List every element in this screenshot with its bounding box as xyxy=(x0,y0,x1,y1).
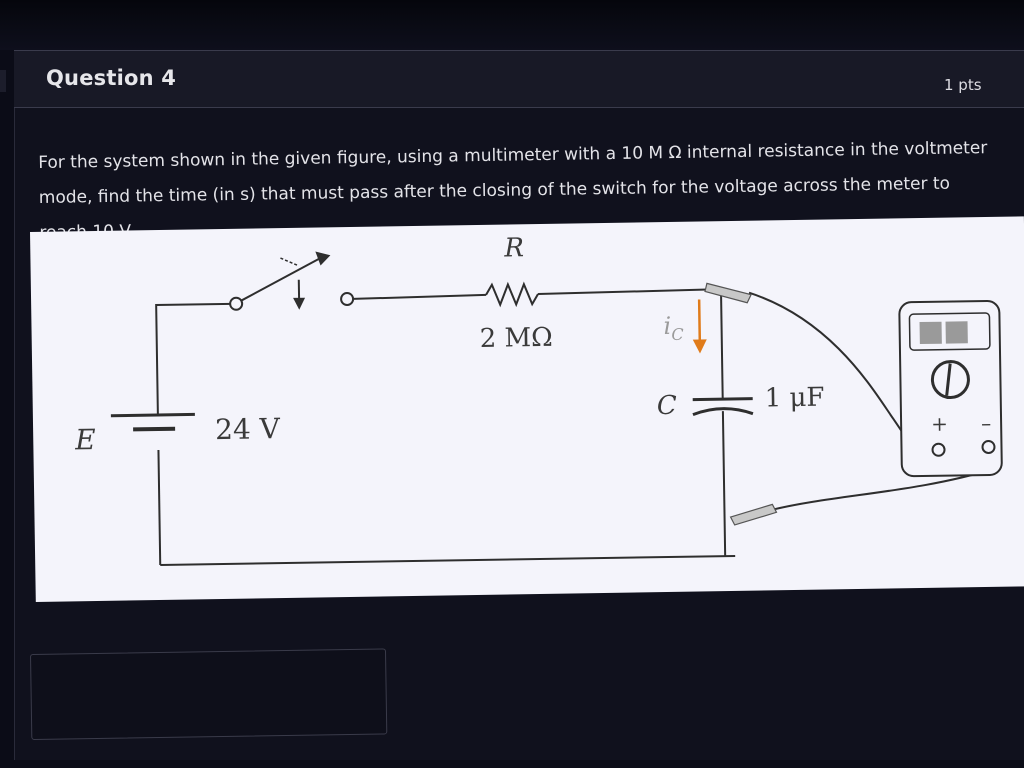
meter-minus-label: – xyxy=(981,411,991,435)
resistor-zigzag xyxy=(485,281,539,308)
wire-left-lower xyxy=(157,449,162,566)
multimeter: + – xyxy=(898,299,1003,478)
battery-long-plate xyxy=(110,412,195,418)
current-arrow-head xyxy=(692,339,707,354)
wire-cap-top xyxy=(719,289,724,400)
switch-motion-trace xyxy=(280,257,299,267)
meter-terminal-negative xyxy=(981,439,996,454)
switch-down-arrow-head xyxy=(293,297,306,310)
meter-plus-label: + xyxy=(931,412,948,436)
resistor-value-label: 2 MΩ xyxy=(479,323,552,354)
multimeter-digit-right xyxy=(945,321,968,344)
source-symbol-label: E xyxy=(74,423,96,456)
question-header xyxy=(14,50,1024,108)
circuit-figure: + – R 2 MΩ iC C 1 μF E 24 V xyxy=(30,216,1024,602)
current-arrow-shaft xyxy=(697,299,702,344)
source-value-label: 24 V xyxy=(215,412,281,446)
screen-top-edge xyxy=(0,0,1024,50)
capacitor-top-plate xyxy=(692,397,753,402)
switch-blade xyxy=(240,254,326,302)
wire-bottom xyxy=(160,554,736,566)
switch-arrow-head xyxy=(315,251,331,266)
multimeter-dial-pointer xyxy=(945,363,952,396)
wire-left-upper xyxy=(155,302,232,416)
current-label: iC xyxy=(663,312,683,344)
clip-bottom xyxy=(729,503,778,526)
multimeter-digit-left xyxy=(919,321,942,345)
meter-lead-negative xyxy=(769,467,995,512)
switch-left-terminal xyxy=(229,296,244,311)
circuit-diagram: + – R 2 MΩ iC C 1 μF E 24 V xyxy=(74,233,1003,566)
capacitor-symbol-label: C xyxy=(657,391,677,421)
panel-side-tab xyxy=(0,70,6,92)
capacitor-bottom-plate xyxy=(692,407,754,417)
wire-top-right xyxy=(538,288,722,296)
meter-terminal-positive xyxy=(931,442,946,457)
question-title: Question 4 xyxy=(46,66,177,90)
resistor-symbol-label: R xyxy=(503,233,524,263)
wire-cap-bottom xyxy=(721,411,727,557)
question-points: 1 pts xyxy=(944,76,982,94)
clip-top xyxy=(704,282,752,304)
battery-short-plate xyxy=(133,426,176,432)
answer-input[interactable] xyxy=(30,648,388,740)
wire-top-left xyxy=(353,293,487,300)
capacitor-value-label: 1 μF xyxy=(764,383,824,414)
multimeter-dial xyxy=(930,360,970,400)
switch-right-terminal xyxy=(340,292,355,307)
